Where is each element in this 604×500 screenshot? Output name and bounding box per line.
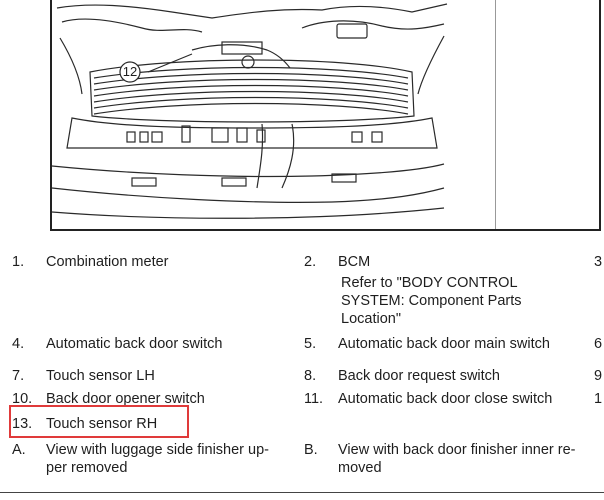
legend-text: View with back door finisher inner re-mo…	[338, 442, 576, 476]
legend-text: Automatic back door close switch	[338, 391, 553, 407]
legend-num: 4.	[12, 336, 25, 352]
legend-num: 1.	[12, 254, 25, 270]
legend-text: Automatic back door main switch	[338, 336, 550, 352]
legend-text: BCM	[338, 254, 371, 270]
legend-num: 2.	[304, 254, 317, 270]
legend-item-3-clipped: 3	[594, 254, 603, 270]
highlight-box	[9, 405, 189, 438]
legend-item-12-clipped: 1	[594, 391, 603, 407]
legend-num: 10.	[12, 391, 33, 407]
legend-text: View with luggage side finisher up-per r…	[46, 442, 270, 476]
legend-note: Refer to "BODY CONTROL SYSTEM: Component…	[341, 275, 522, 327]
legend-item-6-clipped: 6	[594, 336, 603, 352]
legend-num: A.	[12, 442, 26, 458]
legend-text: Touch sensor RH	[46, 416, 158, 432]
legend-text: Back door request switch	[338, 368, 500, 384]
legend-num: 5.	[304, 336, 317, 352]
legend-text: Back door opener switch	[46, 391, 205, 407]
legend-num: 13.	[12, 416, 33, 432]
callout-label-12: 12	[122, 64, 138, 79]
bottom-rule	[0, 492, 604, 493]
back-door-diagram	[52, 3, 448, 219]
legend-text: Touch sensor LH	[46, 368, 155, 384]
callout-circle	[119, 61, 141, 83]
legend-num: 11.	[304, 391, 324, 407]
legend-item-9-clipped: 9	[594, 368, 603, 384]
legend-num: 8.	[304, 368, 317, 384]
legend-text: Combination meter	[46, 254, 169, 270]
legend-num: B.	[304, 442, 318, 458]
figure-divider	[495, 0, 496, 229]
legend-text: Automatic back door switch	[46, 336, 223, 352]
legend-num: 7.	[12, 368, 25, 384]
figure-frame: 12	[50, 0, 601, 231]
